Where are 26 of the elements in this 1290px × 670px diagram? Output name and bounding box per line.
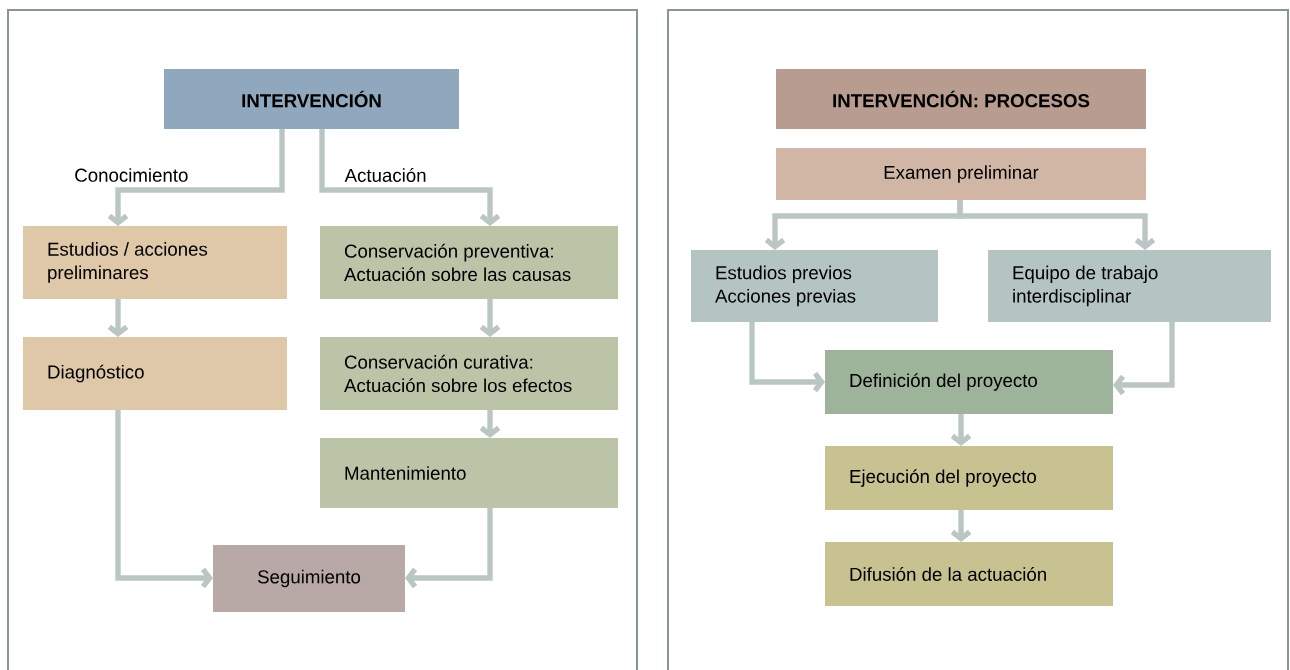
- arrow: [1113, 322, 1175, 396]
- arrow: [405, 508, 493, 589]
- arrow: [319, 129, 501, 226]
- process-box: Estudios previos Acciones previas: [691, 250, 938, 322]
- process-box: Mantenimiento: [320, 438, 618, 508]
- process-box: Estudios / acciones preliminares: [23, 226, 287, 299]
- arrow: [107, 129, 285, 226]
- process-box: Conservación preventiva: Actuación sobre las causas: [320, 226, 618, 299]
- heading-box: INTERVENCIÓN: PROCESOS: [776, 69, 1146, 129]
- process-box: Equipo de trabajo interdisciplinar: [988, 250, 1271, 322]
- process-box: Conservación curativa: Actuación sobre los efectos: [320, 337, 618, 410]
- arrow: [749, 322, 825, 393]
- process-box: Definición del proyecto: [825, 350, 1113, 414]
- arrow: [957, 200, 1156, 250]
- heading-box: INTERVENCIÓN: [164, 69, 459, 129]
- process-box: Diagnóstico: [23, 337, 287, 410]
- process-box: Seguimiento: [213, 545, 405, 612]
- arrow: [107, 299, 129, 337]
- arrow: [479, 299, 501, 337]
- process-box: Difusión de la actuación: [825, 542, 1113, 606]
- arrow: [950, 414, 972, 446]
- arrow: [115, 410, 213, 589]
- arrow: [479, 410, 501, 438]
- process-box: Ejecución del proyecto: [825, 446, 1113, 510]
- arrow: [950, 510, 972, 542]
- process-box: Examen preliminar: [776, 148, 1146, 200]
